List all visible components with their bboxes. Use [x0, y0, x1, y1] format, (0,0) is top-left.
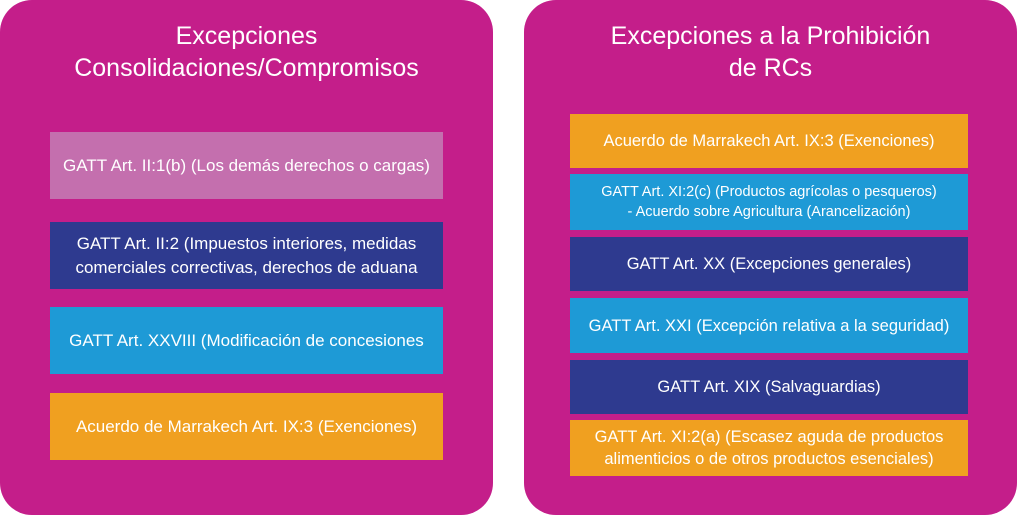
box-gatt-xi-2c: GATT Art. XI:2(c) (Productos agrícolas o… — [570, 174, 968, 230]
box-gatt-xi-2a: GATT Art. XI:2(a) (Escasez aguda de prod… — [570, 420, 968, 476]
box-gatt-xxviii: GATT Art. XXVIII (Modificación de conces… — [50, 307, 443, 374]
box-gatt-ii-2: GATT Art. II:2 (Impuestos interiores, me… — [50, 222, 443, 289]
panel-title: Excepciones Consolidaciones/Compromisos — [74, 22, 419, 82]
box-marrakech-ix-3: Acuerdo de Marrakech Art. IX:3 (Exencion… — [570, 114, 968, 168]
box-gatt-ii-1b: GATT Art. II:1(b) (Los demás derechos o … — [50, 132, 443, 199]
panel-title: Excepciones a la Prohibición de RCs — [610, 22, 931, 82]
box-gatt-xix: GATT Art. XIX (Salvaguardias) — [570, 360, 968, 414]
box-gatt-xx: GATT Art. XX (Excepciones generales) — [570, 237, 968, 291]
box-gatt-xxi: GATT Art. XXI (Excepción relativa a la s… — [570, 298, 968, 353]
qr-prohibition-exceptions-panel: Excepciones a la Prohibición de RCs Acue… — [524, 0, 1017, 515]
box-marrakech-ix-3: Acuerdo de Marrakech Art. IX:3 (Exencion… — [50, 393, 443, 460]
consolidations-exceptions-panel: Excepciones Consolidaciones/Compromisos … — [0, 0, 493, 515]
